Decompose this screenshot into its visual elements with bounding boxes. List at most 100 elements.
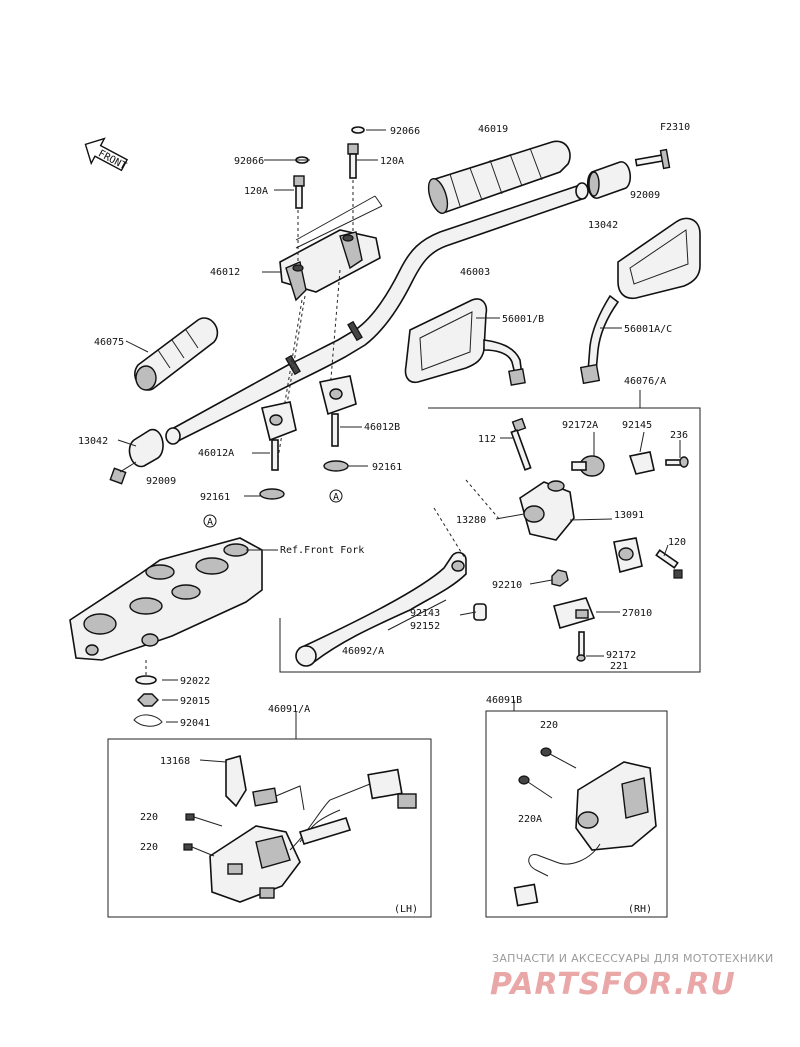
clamp-46012 — [279, 229, 381, 302]
bolt-120 — [655, 549, 683, 579]
label-13280: 13280 — [456, 515, 486, 526]
label-13091: 13091 — [614, 510, 644, 521]
label-92009-left: 92009 — [146, 476, 176, 487]
label-rh: (RH) — [628, 904, 652, 915]
label-120A: 120A — [244, 186, 268, 197]
nut-92210 — [551, 569, 569, 587]
holder-46012B — [319, 375, 357, 447]
screw-220A-rh — [518, 775, 553, 799]
label-46019: 46019 — [478, 124, 508, 135]
clip-92145 — [628, 451, 655, 475]
svg-text:A: A — [207, 517, 213, 528]
nut-92015 — [137, 693, 159, 707]
bracket-13168 — [225, 754, 247, 808]
rh-switch-assembly-box — [485, 710, 668, 918]
watermark-brand: PARTSFOR.RU — [490, 967, 736, 1002]
washer-92161-left — [259, 488, 285, 500]
label-112: 112 — [478, 434, 496, 445]
brake-lever-46092A — [295, 551, 467, 667]
label-92161-right: 92161 — [372, 462, 402, 473]
switch-connector-lh — [252, 768, 417, 811]
part-labels: 46019 92066 92066 120A 120A 13042 92009 … — [78, 124, 688, 915]
label-56001AC: 56001A/C — [624, 324, 672, 335]
label-92143: 92143 — [410, 608, 440, 619]
switch-27010 — [553, 597, 596, 629]
label-236: 236 — [670, 430, 688, 441]
figure-code: F2310 — [660, 122, 690, 133]
handlebar-46003 — [165, 182, 589, 445]
label-13042-right: 13042 — [588, 220, 618, 231]
steering-stem-head — [69, 537, 263, 661]
label-lh: (LH) — [394, 904, 418, 915]
clip-92041 — [133, 714, 163, 727]
label-220-lh-1: 220 — [140, 812, 158, 823]
label-220-lh-2: 220 — [140, 842, 158, 853]
bar-end-weight-13042-left — [128, 428, 164, 468]
label-92041: 92041 — [180, 718, 210, 729]
mirror-56001B — [404, 298, 526, 386]
bolt-112 — [510, 417, 532, 471]
screw-220-lh-2 — [183, 843, 215, 857]
label-92145: 92145 — [622, 420, 652, 431]
label-27010: 27010 — [622, 608, 652, 619]
adjuster-92172A — [571, 455, 605, 477]
label-46076A: 46076/A — [624, 376, 666, 387]
grip-46019 — [427, 140, 571, 214]
screw-220-lh-1 — [185, 813, 223, 827]
bolt-120A-right — [347, 143, 359, 179]
switch-housing-lh — [209, 779, 381, 903]
label-92022: 92022 — [180, 676, 210, 687]
label-46091B: 46091B — [486, 695, 522, 706]
screw-220-rh — [540, 747, 577, 769]
watermark: ЗАПЧАСТИ И АКСЕССУАРЫ ДЛЯ МОТОТЕХНИКИ PA… — [490, 952, 774, 1002]
switch-housing-rh — [528, 761, 657, 877]
screw-236 — [665, 456, 689, 468]
svg-text:A: A — [333, 492, 339, 503]
label-46012B: 46012B — [364, 422, 400, 433]
label-46012: 46012 — [210, 267, 240, 278]
svg-text:A: A — [0, 0, 6, 3]
label-46012A: 46012A — [198, 448, 234, 459]
label-92015: 92015 — [180, 696, 210, 707]
label-46091A: 46091/A — [268, 704, 310, 715]
switch-connector-rh — [513, 883, 539, 907]
label-220A: 220A — [518, 814, 542, 825]
label-221: 221 — [610, 661, 628, 672]
lh-switch-assembly-box — [107, 738, 432, 918]
clamp-13091 — [613, 537, 643, 573]
watermark-caption: ЗАПЧАСТИ И АКСЕССУАРЫ ДЛЯ МОТОТЕХНИКИ — [492, 952, 774, 965]
label-92066: 92066 — [234, 156, 264, 167]
reference-marker-a-2: A — [203, 514, 217, 528]
label-220-rh: 220 — [540, 720, 558, 731]
label-46092A: 46092/A — [342, 646, 384, 657]
bolt-92009-left — [109, 461, 137, 485]
label-120A-top: 120A — [380, 156, 404, 167]
screw-92172-221 — [576, 631, 586, 662]
bolt-92009-right — [634, 148, 671, 170]
front-arrow-icon: FRONT — [84, 137, 129, 172]
label-92152: 92152 — [410, 621, 440, 632]
lever-holder-13280 — [519, 480, 575, 541]
mirror-56001AC — [579, 217, 701, 385]
holder-46012A — [261, 401, 297, 471]
label-13168: 13168 — [160, 756, 190, 767]
handlebar-stub-lh — [298, 817, 352, 845]
label-120: 120 — [668, 537, 686, 548]
grip-46075 — [134, 317, 219, 391]
label-56001B: 56001/B — [502, 314, 544, 325]
label-92009-right: 92009 — [630, 190, 660, 201]
label-46075: 46075 — [94, 337, 124, 348]
washer-92161-right — [323, 460, 349, 472]
label-92210: 92210 — [492, 580, 522, 591]
label-13042-left: 13042 — [78, 436, 108, 447]
reference-marker-a-3: A — [0, 0, 6, 3]
bar-end-weight-13042-right — [586, 161, 632, 199]
label-92066-top: 92066 — [390, 126, 420, 137]
bolt-120A-left — [293, 175, 305, 209]
label-92172: 92172 — [606, 650, 636, 661]
leader-lines — [117, 129, 681, 763]
washer-92022 — [135, 675, 157, 685]
label-46003: 46003 — [460, 267, 490, 278]
lever-assembly-boundary — [279, 407, 701, 673]
